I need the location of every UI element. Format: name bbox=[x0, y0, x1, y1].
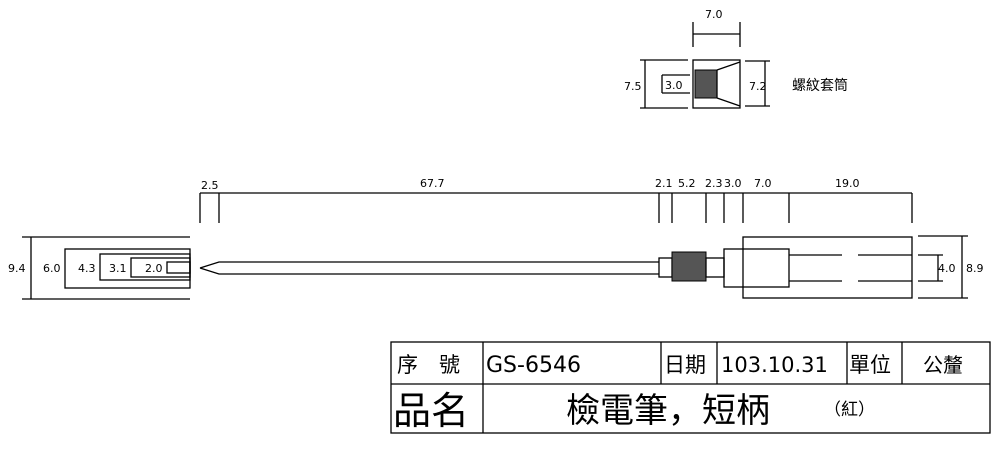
end-section-view: 9.4 6.0 4.3 3.1 2.0 bbox=[8, 236, 191, 300]
product-name-label: 品名 bbox=[393, 389, 469, 433]
dim-4.0: 4.0 bbox=[938, 262, 956, 275]
serial-value: GS-6546 bbox=[486, 353, 581, 378]
dim-2.0: 2.0 bbox=[145, 262, 163, 275]
date-value: 103.10.31 bbox=[721, 353, 828, 377]
dim-6.0: 6.0 bbox=[43, 262, 61, 275]
product-name-note: （紅） bbox=[824, 400, 875, 420]
serial-label: 序 號 bbox=[397, 353, 460, 377]
dim-7.0: 7.0 bbox=[754, 177, 772, 190]
sleeve-label: 螺紋套筒 bbox=[792, 77, 848, 94]
sleeve-length-dim: 7.0 bbox=[705, 8, 723, 21]
dim-2.5: 2.5 bbox=[201, 179, 219, 192]
sleeve-outer-right-dim: 7.2 bbox=[749, 80, 767, 93]
dim-5.2: 5.2 bbox=[678, 177, 696, 190]
product-name-value: 檢電筆，短柄 bbox=[566, 391, 770, 431]
sleeve-thread bbox=[694, 69, 718, 99]
probe-thread bbox=[671, 251, 707, 282]
dim-19.0: 19.0 bbox=[835, 177, 860, 190]
dim-9.4: 9.4 bbox=[8, 262, 26, 275]
probe-side-view: 4.0 8.9 bbox=[199, 235, 984, 299]
unit-value: 公釐 bbox=[923, 353, 963, 377]
sleeve-inner-dim: 3.0 bbox=[665, 79, 683, 92]
unit-label: 單位 bbox=[849, 353, 891, 377]
dim-2.1: 2.1 bbox=[655, 177, 673, 190]
dim-2.3: 2.3 bbox=[705, 177, 723, 190]
dim-3.1: 3.1 bbox=[109, 262, 127, 275]
date-label: 日期 bbox=[664, 353, 706, 377]
dim-67.7: 67.7 bbox=[420, 177, 445, 190]
title-block: 序 號 GS-6546 日期 103.10.31 單位 公釐 品名 檢電筆，短柄… bbox=[390, 341, 991, 434]
thread-sleeve-view: 7.0 7.5 3.0 7.2 螺紋套筒 bbox=[624, 8, 848, 109]
sleeve-outer-left-dim: 7.5 bbox=[624, 80, 642, 93]
dim-3.0: 3.0 bbox=[724, 177, 742, 190]
dim-8.9: 8.9 bbox=[966, 262, 984, 275]
top-dimension-chain: 2.5 67.7 2.1 5.2 2.3 3.0 7.0 19.0 bbox=[199, 177, 913, 223]
dim-4.3: 4.3 bbox=[78, 262, 96, 275]
